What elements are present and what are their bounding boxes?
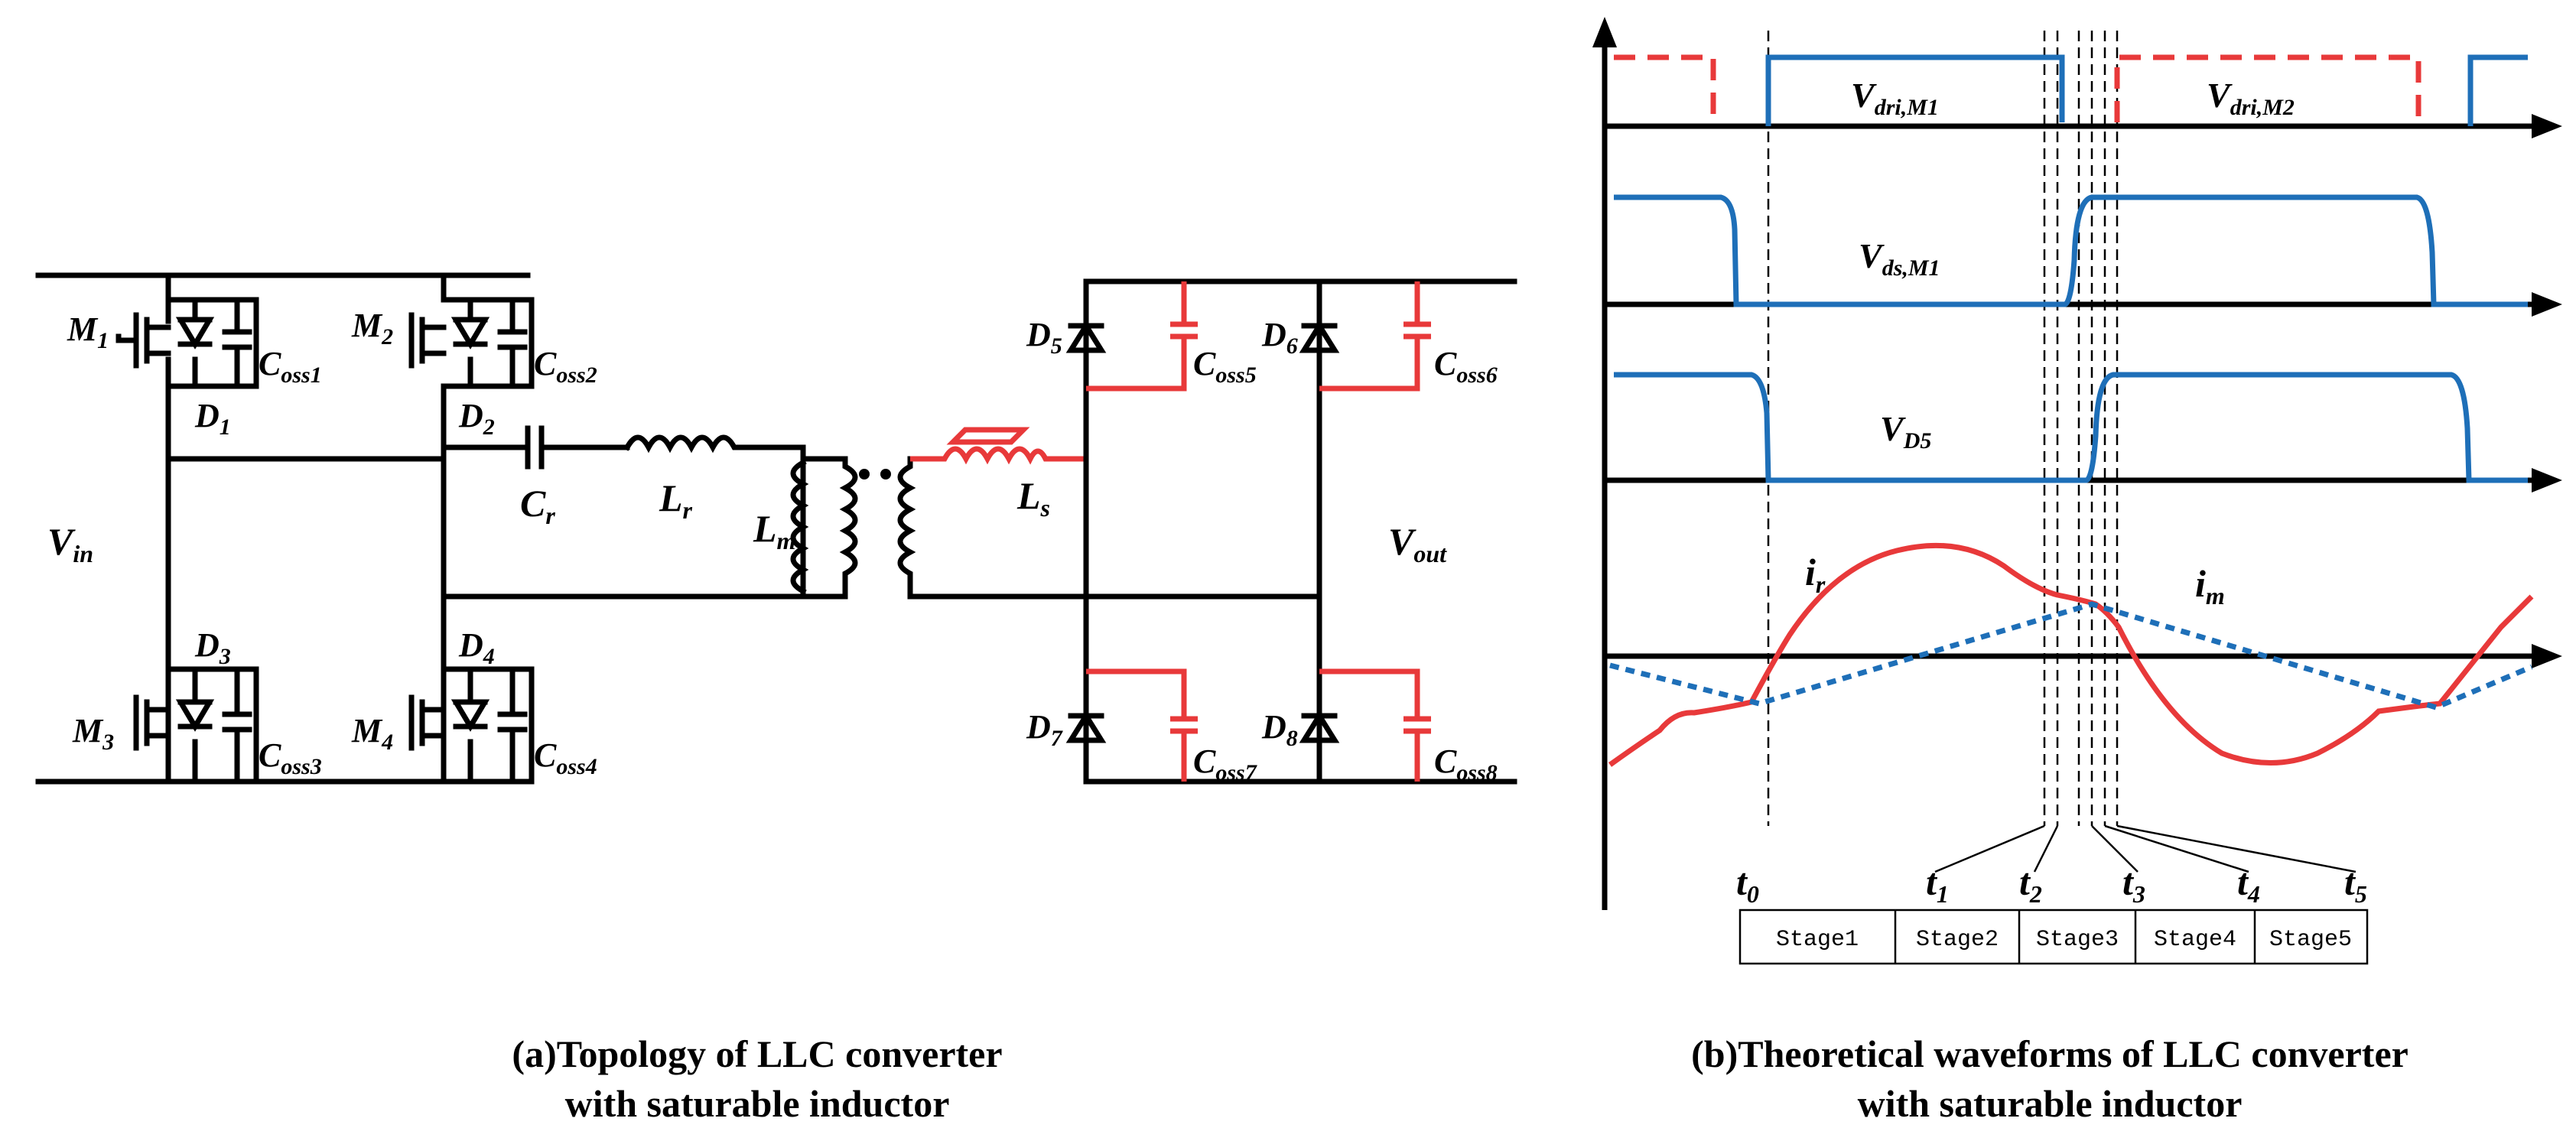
caption-b-line2: with saturable inductor	[1858, 1082, 2243, 1125]
label-coss3: Coss3	[259, 736, 322, 779]
dot-primary	[859, 469, 870, 479]
caption-a-line1: (a)Topology of LLC converter	[512, 1032, 1002, 1075]
transformer-secondary	[897, 456, 1089, 600]
label-coss5: Coss5	[1193, 345, 1257, 388]
label-coss2: Coss2	[534, 345, 597, 388]
label-coss8: Coss8	[1434, 743, 1498, 785]
label-d7: D7	[1026, 708, 1063, 751]
label-vd5: VD5	[1880, 409, 1931, 453]
label-lr: Lr	[659, 476, 693, 524]
waveforms-diagram: Vdri,M1 Vdri,M2 Vds,M1 VD5 ir im t0 t1 t…	[1592, 17, 2562, 1125]
label-d4: D4	[458, 626, 495, 669]
caption-b-line1: (b)Theoretical waveforms of LLC converte…	[1691, 1032, 2408, 1075]
label-coss1: Coss1	[259, 345, 322, 388]
time-label-t5: t5	[2344, 860, 2367, 908]
label-vdri-m2: Vdri,M2	[2207, 76, 2295, 120]
transformer-primary	[800, 456, 858, 600]
topology-diagram: M1 M2 M3 M4 D1 D2 D3 D4 Coss1 Coss2 Coss…	[35, 272, 1517, 1125]
label-vin: Vin	[47, 520, 93, 567]
label-vdri-m1: Vdri,M1	[1851, 76, 1939, 120]
time-label-t1: t1	[1926, 860, 1949, 908]
vertical-arrowhead	[1592, 17, 1617, 47]
resonant-inductor	[623, 434, 806, 462]
time-leader-lines	[1934, 824, 2356, 873]
label-d1: D1	[194, 397, 231, 440]
label-m1: M1	[67, 310, 109, 353]
label-d8: D8	[1261, 708, 1298, 751]
diode-d6	[1299, 320, 1340, 353]
time-label-t2: t2	[2019, 860, 2042, 908]
label-ls: Ls	[1016, 474, 1050, 522]
switch-cell-m4	[408, 666, 535, 785]
switch-cell-m2	[408, 272, 535, 389]
resonant-capacitor	[441, 425, 630, 470]
switch-cell-m1	[115, 272, 259, 389]
diode-d8	[1299, 710, 1340, 743]
label-coss6: Coss6	[1434, 345, 1498, 388]
stage-table: Stage1 Stage2 Stage3 Stage4 Stage5	[1738, 909, 2369, 965]
vdri-m1-waveform-next	[2467, 54, 2528, 126]
stage-5-label: Stage5	[2269, 927, 2352, 953]
vdri-m2-waveform	[2114, 54, 2422, 122]
dot-secondary	[880, 469, 891, 479]
label-d5: D5	[1026, 316, 1062, 359]
stage-3-label: Stage3	[2036, 927, 2119, 953]
vdri-m2-waveform-prev	[1614, 54, 1716, 122]
label-im: im	[2195, 562, 2225, 610]
time-label-t0: t0	[1736, 860, 1759, 908]
time-marker-lines	[1767, 31, 2119, 826]
time-labels: t0 t1 t2 t3 t4 t5	[1736, 860, 2367, 908]
label-vout: Vout	[1388, 520, 1447, 567]
label-vds-m1: Vds,M1	[1859, 236, 1940, 281]
label-lm: Lm	[753, 507, 795, 554]
label-coss7: Coss7	[1193, 743, 1257, 785]
label-coss4: Coss4	[534, 736, 597, 779]
label-m3: M3	[72, 712, 114, 755]
diode-d5	[1065, 320, 1107, 353]
stage-1-label: Stage1	[1776, 927, 1859, 953]
capacitor-coss7	[1086, 668, 1198, 782]
label-d3: D3	[194, 626, 231, 669]
saturable-inductor	[910, 446, 1086, 465]
vds-m1-waveform	[1614, 194, 2528, 307]
vdri-m1-waveform	[1765, 54, 2065, 126]
label-d6: D6	[1261, 316, 1298, 359]
saturable-core-symbol	[946, 427, 1030, 445]
caption-a-line2: with saturable inductor	[565, 1082, 950, 1125]
diode-d7	[1065, 710, 1107, 743]
label-ir: ir	[1805, 551, 1826, 598]
horizontal-axes	[1605, 114, 2562, 668]
label-cr: Cr	[520, 482, 555, 529]
stage-2-label: Stage2	[1916, 927, 1999, 953]
time-label-t4: t4	[2237, 860, 2260, 908]
im-waveform	[1609, 601, 2533, 710]
label-d2: D2	[458, 397, 495, 440]
time-label-t3: t3	[2122, 860, 2145, 908]
capacitor-coss5	[1086, 281, 1198, 392]
label-m2: M2	[351, 307, 393, 349]
capacitor-coss6	[1319, 281, 1431, 392]
label-m4: M4	[351, 712, 393, 755]
switch-cell-m3	[133, 666, 259, 785]
vd5-waveform	[1614, 372, 2528, 483]
capacitor-coss8	[1319, 668, 1431, 782]
magnetizing-inductor	[790, 459, 809, 595]
stage-4-label: Stage4	[2154, 927, 2236, 953]
